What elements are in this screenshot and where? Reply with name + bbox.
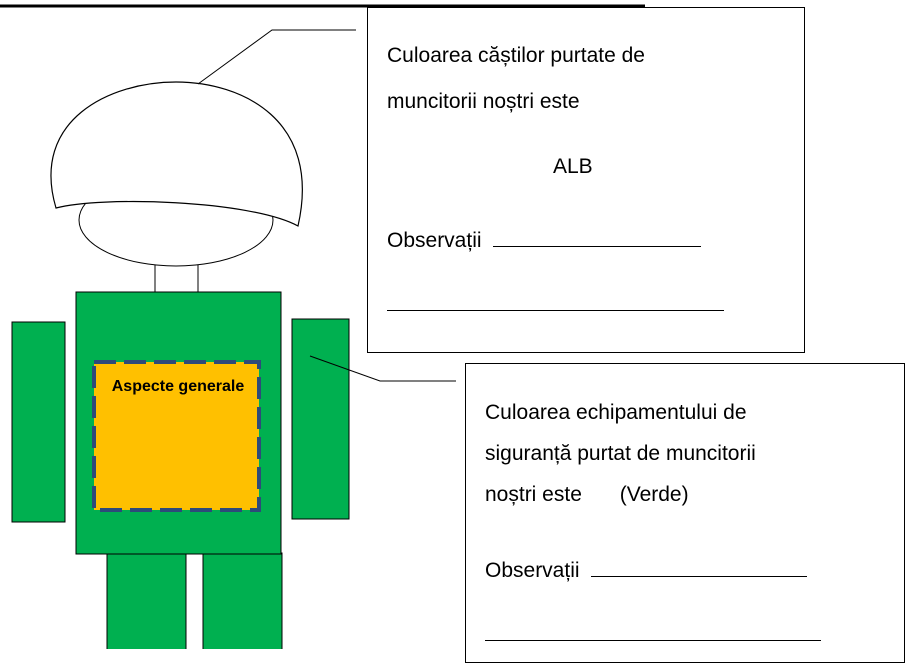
helmet-observations-field-2[interactable] (387, 310, 724, 311)
helmet-observations-label: Observații (387, 229, 482, 252)
left-arm (11, 321, 66, 523)
equipment-observations-row: Observații (485, 553, 808, 589)
helmet (50, 81, 303, 227)
right-leg (202, 552, 283, 649)
right-arm (291, 318, 350, 520)
helmet-connector-line (197, 29, 356, 85)
helmet-answer: ALB (553, 155, 593, 178)
aspecte-generale-label: Aspecte generale (111, 378, 245, 395)
arm-connector-line (309, 355, 456, 382)
left-leg (106, 552, 187, 649)
equipment-observations-field[interactable] (591, 576, 808, 577)
equipment-color-card: Culoarea echipamentului de siguranță pur… (465, 363, 905, 663)
equipment-observations-field-2[interactable] (485, 640, 821, 641)
helmet-question-line1: Culoarea căștilor purtate de (387, 44, 645, 67)
aspecte-generale-badge (92, 360, 261, 512)
equipment-question-line3-text: noștri este (485, 483, 582, 506)
equipment-question-line1: Culoarea echipamentului de (485, 401, 747, 424)
helmet-question-line2: muncitorii noștri este (387, 90, 580, 113)
equipment-answer: (Verde) (619, 483, 689, 506)
equipment-question-line2: siguranță purtat de muncitorii (485, 442, 756, 465)
worker-figure-diagram (0, 4, 645, 649)
helmet-observations-row: Observații (387, 223, 702, 259)
equipment-observations-label: Observații (485, 559, 580, 582)
helmet-observations-field[interactable] (493, 246, 702, 247)
equipment-question-line3: noștri este (Verde) (485, 477, 689, 513)
helmet-color-card: Culoarea căștilor purtate de muncitorii … (367, 7, 805, 353)
